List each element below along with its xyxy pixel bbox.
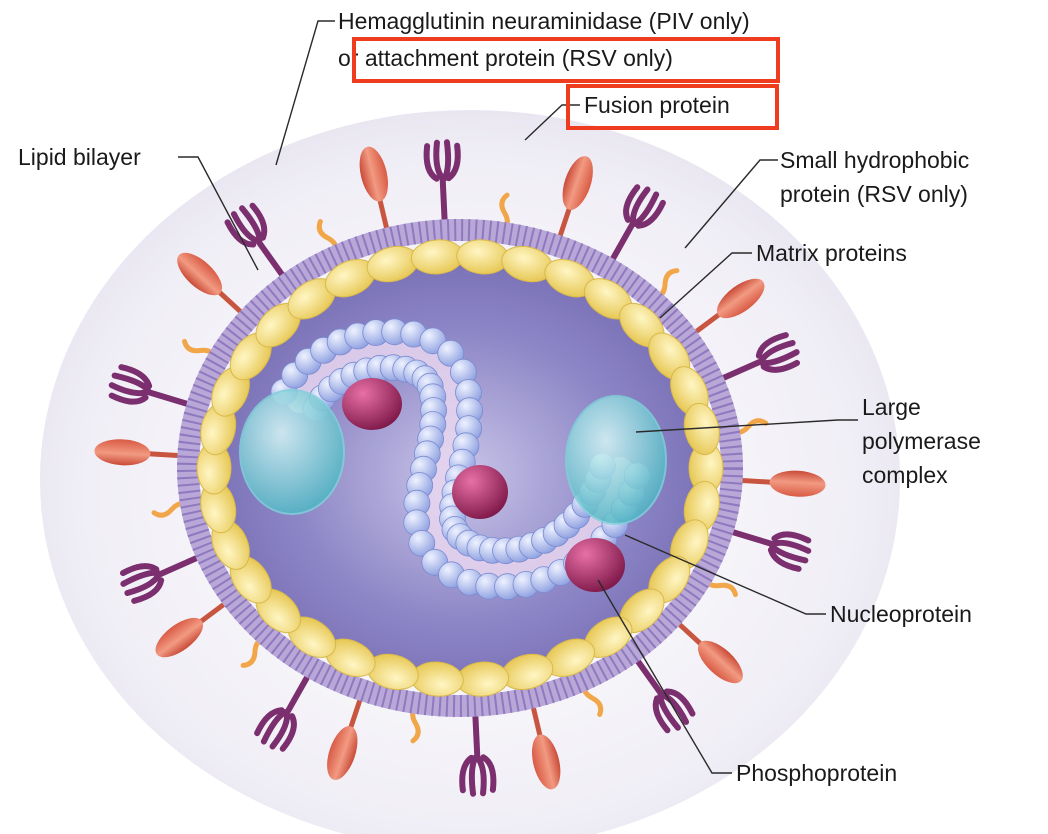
- phosphoprotein-1: [342, 378, 402, 430]
- label-small-hydrophobic-line1: Small hydrophobic: [780, 145, 969, 175]
- label-matrix-proteins: Matrix proteins: [756, 238, 907, 268]
- label-hemagglutinin-line1: Hemagglutinin neuraminidase (PIV only): [338, 6, 750, 36]
- label-large-line2: polymerase: [862, 426, 981, 456]
- highlight-box-fusion-protein: [566, 84, 779, 130]
- highlight-box-attachment-protein: [352, 37, 780, 83]
- polymerase-complex-left: [240, 390, 344, 514]
- polymerase-complex-right: [566, 396, 666, 524]
- phosphoprotein-2: [452, 465, 508, 519]
- label-large-line3: complex: [862, 460, 948, 490]
- label-nucleoprotein: Nucleoprotein: [830, 599, 972, 629]
- label-large-line1: Large: [862, 392, 921, 422]
- label-small-hydrophobic-line2: protein (RSV only): [780, 179, 968, 209]
- phosphoprotein-3: [565, 538, 625, 592]
- label-phosphoprotein: Phosphoprotein: [736, 758, 897, 788]
- label-lipid-bilayer: Lipid bilayer: [18, 142, 141, 172]
